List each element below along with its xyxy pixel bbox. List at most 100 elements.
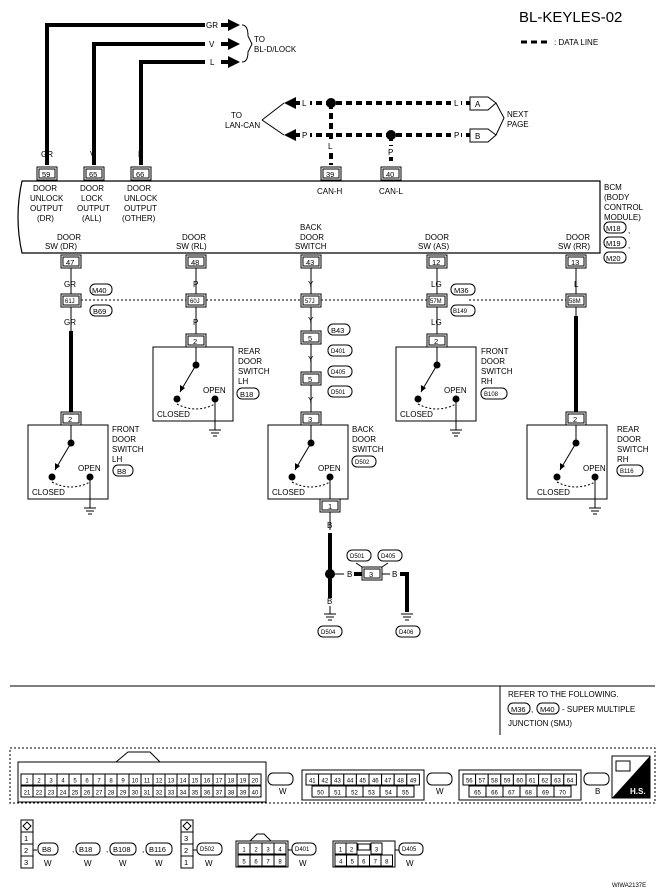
connector-pin-number: 14: [180, 779, 187, 785]
connector-pin-number: 34: [180, 791, 187, 797]
connector-ref: M19: [606, 239, 621, 248]
pin-number: 2: [24, 846, 28, 855]
wire-color-label: P: [193, 280, 198, 289]
output-label: OUTPUT: [30, 204, 63, 213]
to-lan-can-label: TO: [231, 111, 242, 120]
connector-color: W: [44, 859, 52, 868]
arrow-gr-icon: [228, 19, 240, 31]
input-label: SW (RL): [176, 242, 207, 251]
connector-pin-number: 23: [48, 791, 55, 797]
connector-pin-number: 31: [144, 791, 151, 797]
connector-pin-number: 1: [339, 848, 343, 854]
output-label: OUTPUT: [77, 204, 110, 213]
output-label: LOCK: [81, 194, 103, 203]
connector-pin-number: 64: [567, 779, 574, 785]
output-label: OUTPUT: [124, 204, 157, 213]
connector-pin-number: 6: [254, 860, 258, 866]
connector-id: D502: [200, 847, 215, 853]
connector-ref: D405: [381, 554, 396, 560]
refer-text: JUNCTION (SMJ): [508, 719, 572, 728]
connector-ref: D501: [331, 390, 346, 396]
switch-name: SWITCH: [112, 445, 144, 454]
connector-pin-number: 30: [132, 791, 139, 797]
connector-pin-number: 51: [334, 791, 341, 797]
connector-color: W: [84, 859, 92, 868]
wire-color-label: LG: [431, 280, 442, 289]
arrow-left-icon: [284, 129, 296, 141]
closed-label: CLOSED: [537, 488, 570, 497]
connector-pin-number: 39: [240, 791, 247, 797]
pin-number: 3: [24, 858, 28, 867]
connector-pin-number: 33: [168, 791, 175, 797]
connector-pin-number: 7: [266, 860, 270, 866]
wire-door-lock-all: [92, 42, 228, 165]
wire-color-label: Y: [308, 316, 314, 325]
input-label: SW (RR): [558, 242, 590, 251]
input-label: DOOR: [300, 233, 324, 242]
input-rr: 13 L 58M L: [565, 254, 587, 327]
ground-section: B B 3 D501 D405 B B D504 D406: [317, 512, 421, 638]
connector-pin-number: 24: [60, 791, 67, 797]
wire-color-label: L: [454, 99, 459, 108]
joint-label: 57J: [305, 299, 315, 305]
next-page-label: NEXT: [507, 110, 528, 119]
pin-number: 5: [308, 375, 312, 384]
input-back: 43 Y 57J Y: [300, 254, 322, 331]
connector-id: B8: [42, 845, 51, 854]
input-label: SW (DR): [45, 242, 77, 251]
smj-ref: M36: [454, 286, 469, 295]
connector-ref: D501: [350, 554, 365, 560]
arrow-l-icon: [228, 56, 240, 68]
connector-pin-number: 57: [479, 779, 486, 785]
connector-color: W: [205, 859, 213, 868]
connector-pin-number: 3: [49, 779, 53, 785]
page-ref-label: A: [475, 100, 481, 109]
closed-label: CLOSED: [157, 410, 190, 419]
connector-color: W: [436, 787, 444, 796]
joint-label: 61J: [65, 299, 75, 305]
joint-label: 58M: [569, 299, 581, 305]
connector-pin-number: 41: [309, 779, 316, 785]
connector-pin-number: 25: [72, 791, 79, 797]
switch-name: FRONT: [481, 347, 509, 356]
wire-color-label: Y: [308, 355, 314, 364]
input-label: BACK: [300, 223, 322, 232]
wire-color-label: V: [209, 40, 215, 49]
wire-color-label: L: [138, 150, 143, 159]
connector-pin-number: 5: [73, 779, 77, 785]
connector-id: B116: [149, 845, 166, 854]
pin-number: 2: [434, 337, 438, 346]
output-label: (OTHER): [122, 214, 156, 223]
pin-number: 5: [308, 334, 312, 343]
pin-number: 39: [326, 170, 334, 179]
wire-color-label: GR: [64, 318, 76, 327]
output-label: UNLOCK: [124, 194, 158, 203]
connector-pin-number: 61: [529, 779, 536, 785]
rear-door-switch-rh: 2 OPEN CLOSED REAR DOOR SWITCH RH B116: [526, 411, 649, 515]
connector-color: W: [406, 859, 414, 868]
connector-id: B108: [113, 845, 131, 854]
connector-pin-number: 46: [372, 779, 379, 785]
pin-number: 12: [432, 258, 440, 267]
connector-pin-number: 42: [322, 779, 329, 785]
connector-pin-number: 11: [144, 779, 151, 785]
wire-door-unlock-other: [139, 60, 228, 165]
pin-number: 1: [24, 834, 28, 843]
output-label: UNLOCK: [30, 194, 64, 203]
connector-pin-number: 4: [61, 779, 65, 785]
connector-pin-number: 8: [278, 860, 282, 866]
svg-text:,: ,: [531, 705, 533, 714]
connector-pin-number: 8: [109, 779, 113, 785]
connector-pin-number: 10: [132, 779, 139, 785]
wire-color-label: B: [347, 570, 352, 579]
pin-number: 3: [308, 415, 312, 424]
connector-pin-number: 8: [385, 860, 389, 866]
switch-name: FRONT: [112, 425, 140, 434]
connector-pin-number: 7: [97, 779, 101, 785]
can-h-label: CAN-H: [317, 187, 343, 196]
switch-name: LH: [238, 377, 248, 386]
wire-color-label: GR: [206, 21, 218, 30]
connector-pin-number: 68: [525, 791, 532, 797]
connector-pin-number: 19: [240, 779, 247, 785]
switch-name: DOOR: [238, 357, 262, 366]
